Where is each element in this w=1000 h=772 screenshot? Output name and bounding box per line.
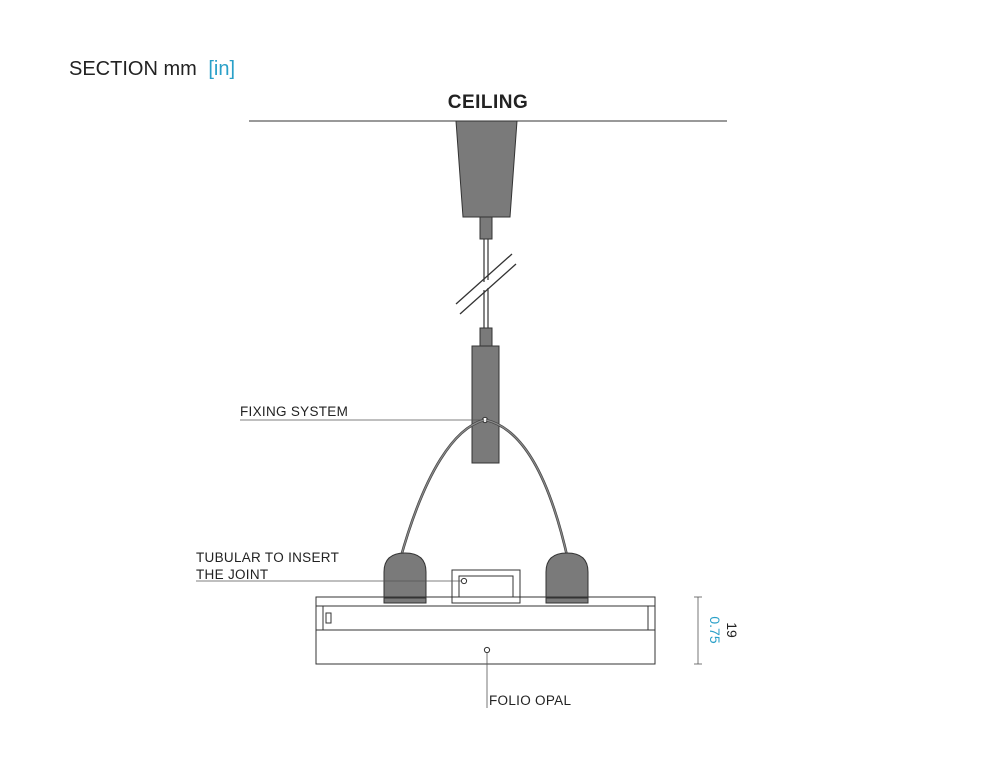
ceiling-label: CEILING	[448, 92, 529, 113]
profile-end-clip	[325, 612, 332, 624]
canopy-connector	[479, 216, 493, 240]
dimension-inch-label: 0.75	[707, 616, 723, 643]
cable-cap-left	[383, 552, 427, 604]
tubular-joint-inner	[458, 575, 514, 598]
dimension-mm-label: 19	[724, 622, 740, 638]
tubular-joint-label-1: TUBULAR TO INSERT	[196, 550, 339, 565]
tubular-joint-label-2: THE JOINT	[196, 567, 268, 582]
cable-right-core	[485, 419, 569, 561]
section-title: SECTION mm [in]	[69, 58, 235, 80]
tubular-joint-outer	[451, 569, 521, 604]
folio-opal-point	[483, 646, 491, 654]
section-label: SECTION mm	[69, 58, 197, 80]
folio-opal-label: FOLIO OPAL	[489, 693, 571, 708]
cable-left-core	[399, 419, 485, 561]
cable-left	[398, 418, 485, 561]
cable-cap-right	[545, 552, 589, 604]
fixing-system-label: FIXING SYSTEM	[240, 404, 348, 419]
tubular-joint-point	[460, 577, 468, 585]
fixing-body	[471, 345, 500, 464]
ceiling-canopy	[455, 120, 518, 218]
unit-alt-label: [in]	[208, 58, 235, 80]
break-mark-1	[455, 253, 513, 305]
profile-top-plate	[315, 596, 656, 607]
fixing-connector	[479, 327, 493, 347]
